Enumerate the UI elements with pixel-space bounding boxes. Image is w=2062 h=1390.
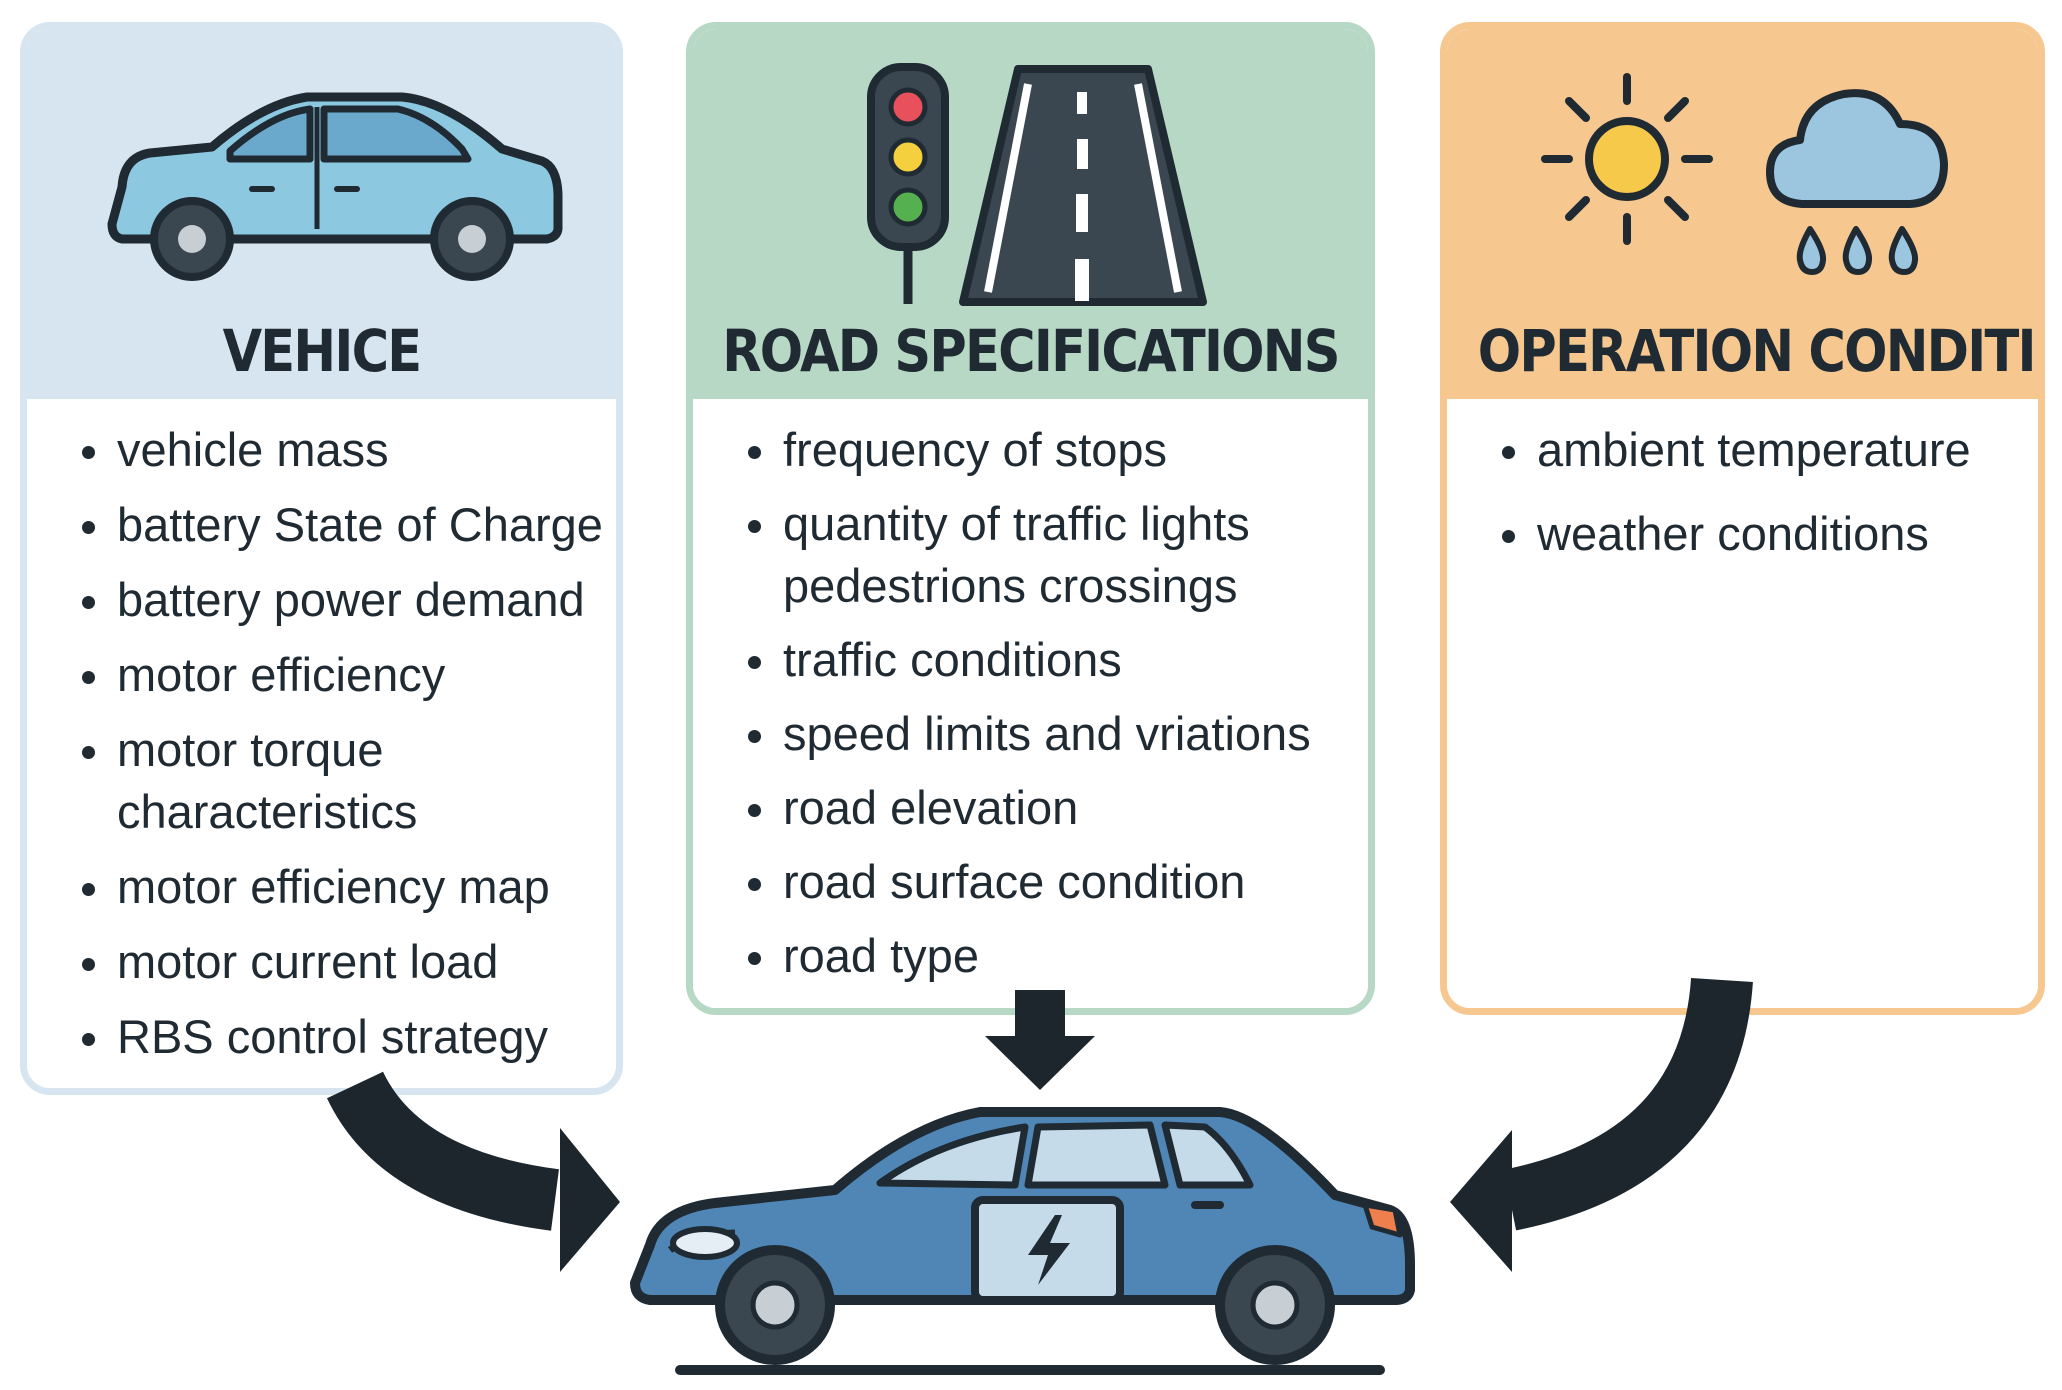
list-item: road surface condition: [693, 851, 1368, 913]
operation-panel: OPERATION CONDITI ambient temperature we…: [1440, 22, 2045, 1015]
vehicle-panel-title: VEHICE: [222, 317, 423, 385]
operation-factor-list: ambient temperature weather conditions: [1447, 399, 2038, 565]
road-factor-list: frequency of stops quantity of traffic l…: [693, 399, 1368, 987]
list-item: motor current load: [27, 931, 616, 993]
list-item: vehicle mass: [27, 419, 616, 481]
list-item: quantity of traffic lights pedestrions c…: [693, 493, 1283, 617]
vehicle-panel-body: vehicle mass battery State of Charge bat…: [27, 399, 616, 1088]
operation-panel-title: OPERATION CONDITI: [1477, 317, 2037, 385]
list-item: motor torque characteristics: [27, 719, 437, 843]
vehicle-factor-list: vehicle mass battery State of Charge bat…: [27, 399, 616, 1068]
road-icon: [959, 65, 1207, 306]
operation-panel-header: OPERATION CONDITI: [1447, 29, 2038, 399]
list-item: RBS control strategy: [27, 1006, 616, 1068]
road-panel: ROAD SPECIFICATIONS frequency of stops q…: [686, 22, 1375, 1015]
list-item: road type: [693, 925, 1368, 987]
battery-panel: [971, 1196, 1124, 1304]
rain-cloud-icon: [1766, 89, 1948, 275]
vehicle-panel: VEHICE vehicle mass battery State of Cha…: [20, 22, 623, 1095]
road-panel-header: ROAD SPECIFICATIONS: [693, 29, 1368, 399]
list-item: weather conditions: [1447, 503, 2038, 565]
list-item: road elevation: [693, 777, 1368, 839]
list-item: motor efficiency map: [27, 856, 616, 918]
electric-car-icon: [630, 1107, 1415, 1375]
traffic-light-icon: [867, 63, 949, 304]
list-item: ambient temperature: [1447, 419, 2038, 481]
list-item: battery power demand: [27, 569, 616, 631]
list-item: battery State of Charge: [27, 494, 616, 556]
sun-icon: [1541, 73, 1713, 245]
vehicle-panel-header: VEHICE: [27, 29, 616, 399]
list-item: speed limits and vriations: [693, 703, 1368, 765]
car-icon: [107, 92, 563, 281]
arrow-ops-to-car: [1450, 977, 1753, 1272]
lightning-icon: [1028, 1215, 1070, 1285]
list-item: frequency of stops: [693, 419, 1368, 481]
arrow-vehicle-to-car: [326, 1070, 620, 1272]
road-panel-body: frequency of stops quantity of traffic l…: [693, 399, 1368, 1008]
list-item: motor efficiency: [27, 644, 616, 706]
operation-panel-body: ambient temperature weather conditions: [1447, 399, 2038, 1008]
list-item: traffic conditions: [693, 629, 1368, 691]
arrow-road-to-car: [985, 990, 1095, 1090]
road-panel-title: ROAD SPECIFICATIONS: [722, 317, 1340, 385]
